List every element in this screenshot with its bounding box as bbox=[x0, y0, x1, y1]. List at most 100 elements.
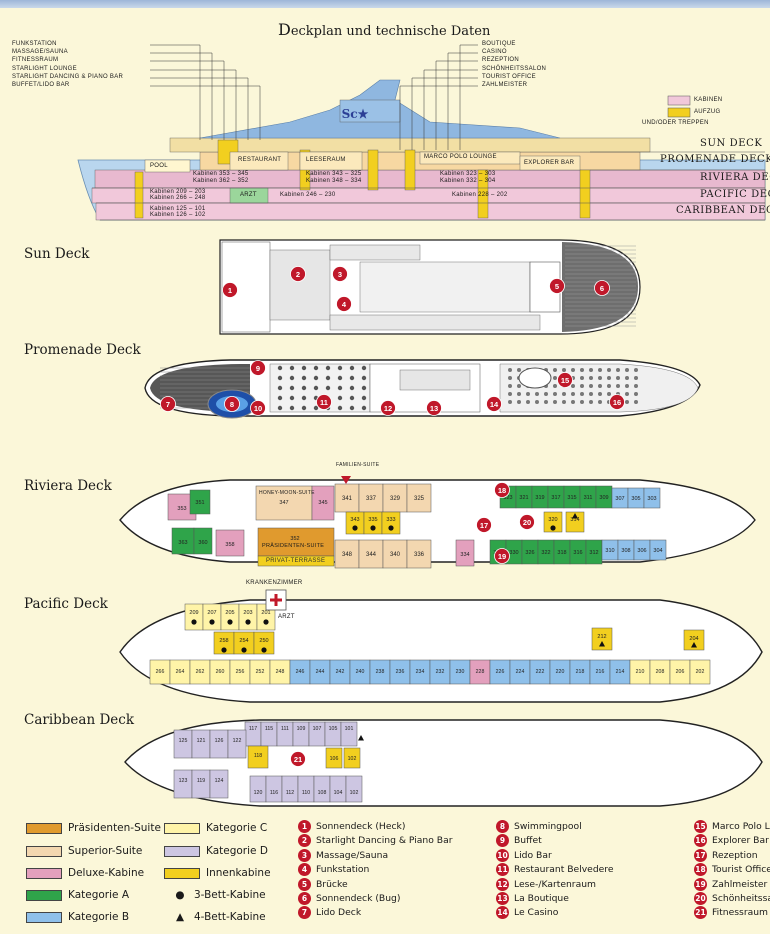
seat-marker bbox=[625, 384, 629, 388]
sun-top-rooms bbox=[329, 244, 421, 261]
table-marker bbox=[277, 405, 283, 411]
cabin-number: 236 bbox=[396, 669, 405, 675]
seat-marker bbox=[553, 384, 557, 388]
honeymoon-label: HONEY-MOON-SUITE bbox=[259, 490, 315, 496]
legend-label: Präsidenten-Suite bbox=[68, 822, 161, 834]
table-marker bbox=[313, 375, 319, 381]
legend-item: Präsidenten-Suite bbox=[26, 822, 161, 834]
location-number-text: 14 bbox=[490, 400, 499, 409]
cabin-number: 240 bbox=[356, 669, 365, 675]
table-marker bbox=[361, 405, 367, 411]
number-badge: 19 bbox=[694, 877, 707, 891]
seat-marker bbox=[544, 392, 548, 396]
profile-cabin-range: Kabinen 362 – 352 bbox=[193, 178, 249, 184]
cabin bbox=[193, 527, 213, 555]
deck-name-0: Sun Deck bbox=[24, 246, 90, 262]
cabin bbox=[382, 483, 408, 513]
key-aufzug-label: AUFZUG bbox=[694, 109, 721, 115]
cabin-number: 226 bbox=[496, 669, 505, 675]
leader-line bbox=[423, 69, 478, 150]
table-marker bbox=[349, 405, 355, 411]
location-number-badge bbox=[222, 282, 238, 298]
profile-label-right: TOURIST OFFICE bbox=[482, 74, 536, 80]
elevator-marker bbox=[134, 171, 144, 219]
seat-marker bbox=[634, 384, 638, 388]
elevator-marker bbox=[477, 169, 489, 219]
cabin-number: 107 bbox=[313, 726, 322, 732]
cabin-number: 214 bbox=[616, 669, 625, 675]
leader-line bbox=[435, 60, 478, 150]
legend-number-label: Starlight Dancing & Piano Bar bbox=[316, 835, 453, 847]
table-marker bbox=[349, 385, 355, 391]
number-badge: 14 bbox=[496, 906, 509, 920]
seat-marker bbox=[544, 400, 548, 404]
three-bed-marker bbox=[221, 647, 227, 653]
location-number-text: 17 bbox=[480, 521, 488, 530]
location-number-badge bbox=[557, 372, 573, 388]
location-number-badge bbox=[250, 360, 266, 376]
seat-marker bbox=[553, 376, 557, 380]
location-number-badge bbox=[476, 517, 492, 533]
cabin-number: 102 bbox=[348, 756, 357, 762]
seat-marker bbox=[526, 400, 530, 404]
seat-marker bbox=[616, 376, 620, 380]
cabin bbox=[209, 769, 229, 799]
profile-cabin-range: Kabinen 246 – 230 bbox=[280, 192, 336, 198]
legend-number-label: Marco Polo Lounge bbox=[712, 821, 770, 832]
table-marker bbox=[301, 395, 307, 401]
legend-label: 4-Bett-Kabine bbox=[194, 911, 266, 923]
number-badge: 7 bbox=[298, 906, 311, 920]
legend-label: Kategorie B bbox=[68, 911, 130, 923]
cabin-number: 347 bbox=[279, 500, 288, 506]
location-number-text: 11 bbox=[320, 398, 328, 407]
location-number-badge bbox=[594, 280, 610, 296]
arzt-label: ARZT bbox=[240, 192, 257, 198]
table-marker bbox=[277, 385, 283, 391]
cabin bbox=[227, 729, 247, 759]
cabin-number: 250 bbox=[259, 638, 268, 644]
restaurant-label: RESTAURANT bbox=[238, 157, 282, 163]
legend-item: Superior-Suite bbox=[26, 845, 142, 857]
table-marker bbox=[289, 365, 295, 371]
location-number-text: 21 bbox=[294, 755, 302, 764]
profile-deck-name: CARIBBEAN DECK bbox=[676, 205, 770, 216]
legend-aufzug-swatch bbox=[667, 107, 691, 118]
profile-cabin-range: Kabinen 332 – 304 bbox=[440, 178, 496, 184]
leader-line bbox=[399, 85, 478, 150]
cabin-number: 343 bbox=[350, 517, 359, 523]
cabin-number: 201 bbox=[261, 610, 270, 616]
cabin-number: 258 bbox=[219, 638, 228, 644]
seat-marker bbox=[580, 400, 584, 404]
cabin-number: 341 bbox=[342, 496, 353, 502]
praesidenten-suite bbox=[257, 527, 335, 557]
seat-marker bbox=[634, 368, 638, 372]
cabin-number: 305 bbox=[631, 496, 640, 502]
legend-swatch bbox=[164, 867, 200, 879]
cabin-number: 101 bbox=[345, 726, 354, 732]
cabin-number: 209 bbox=[189, 610, 198, 616]
cabin bbox=[191, 729, 211, 759]
profile-cabin-range: Kabinen 348 – 334 bbox=[306, 178, 362, 184]
cabin-number: 118 bbox=[254, 753, 262, 759]
cabin-number: 224 bbox=[516, 669, 525, 675]
seat-marker bbox=[553, 368, 557, 372]
profile-cabin-range: Kabinen 323 – 303 bbox=[440, 171, 496, 177]
legend-item: ●3-Bett-Kabine bbox=[172, 889, 265, 901]
location-number-text: 7 bbox=[166, 400, 170, 409]
table-marker bbox=[337, 395, 343, 401]
legend-item: ▲4-Bett-Kabine bbox=[172, 911, 266, 923]
elevator-marker bbox=[404, 149, 416, 191]
deck-name-3: Pacific Deck bbox=[24, 596, 108, 612]
cabin bbox=[455, 539, 475, 567]
table-marker bbox=[301, 375, 307, 381]
pool-room bbox=[144, 159, 191, 173]
legend-number-label: Rezeption bbox=[712, 849, 758, 861]
location-number-badge bbox=[609, 394, 625, 410]
